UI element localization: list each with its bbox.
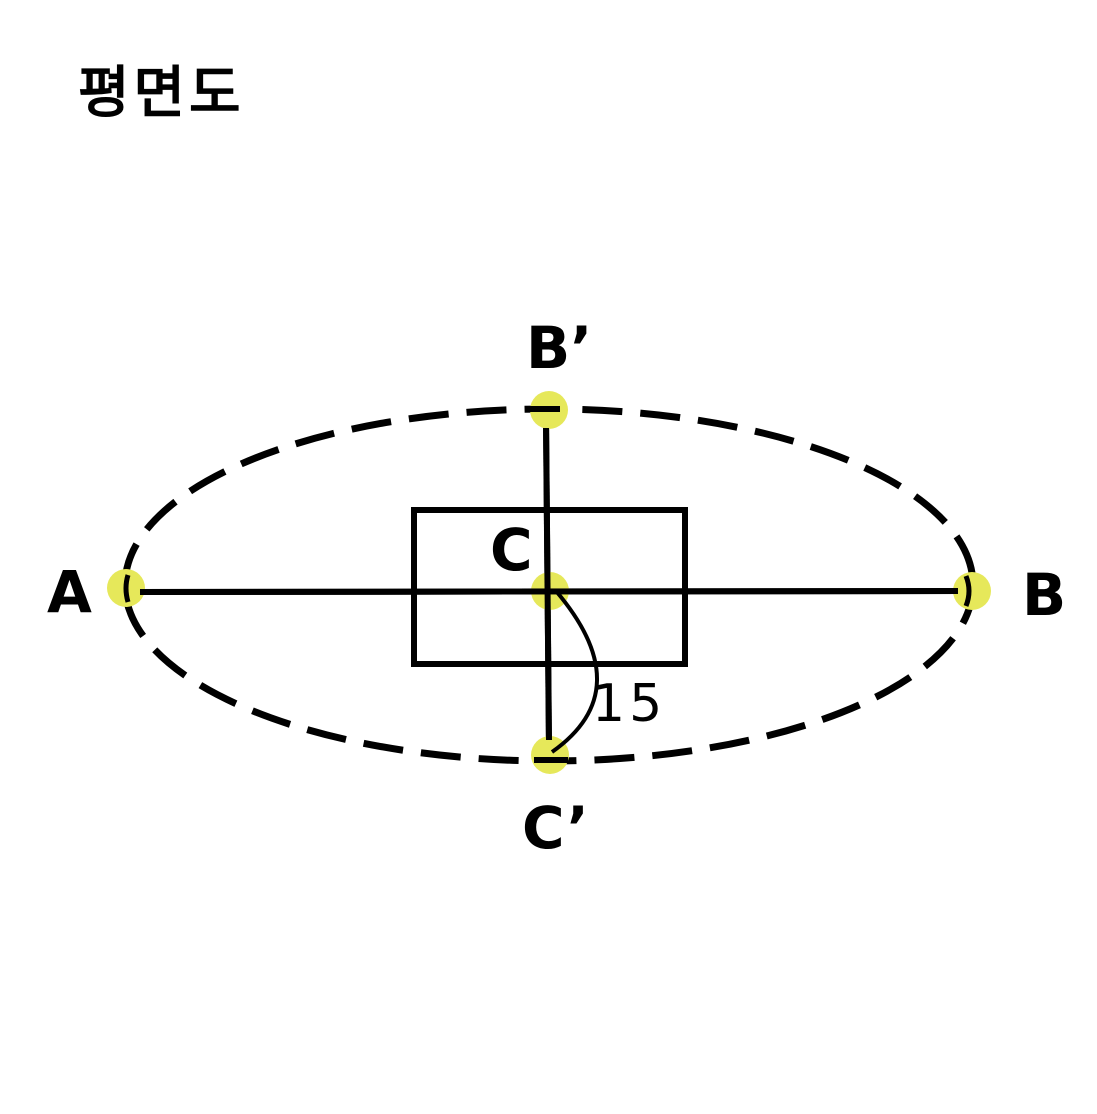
label-b-prime: B’: [526, 314, 592, 382]
label-c-prime: C’: [522, 794, 589, 862]
label-a: A: [47, 558, 92, 626]
ellipse-tick-b: [963, 575, 972, 607]
label-c: C: [490, 516, 533, 584]
point-b: [953, 572, 991, 610]
label-b: B: [1022, 561, 1066, 629]
ellipse-tick-a: [123, 574, 131, 603]
axis-line-vertical-top: [543, 427, 552, 741]
angle-label: 15: [592, 674, 666, 734]
page-title: 평면도: [78, 61, 245, 126]
angle-arc: [550, 589, 599, 754]
